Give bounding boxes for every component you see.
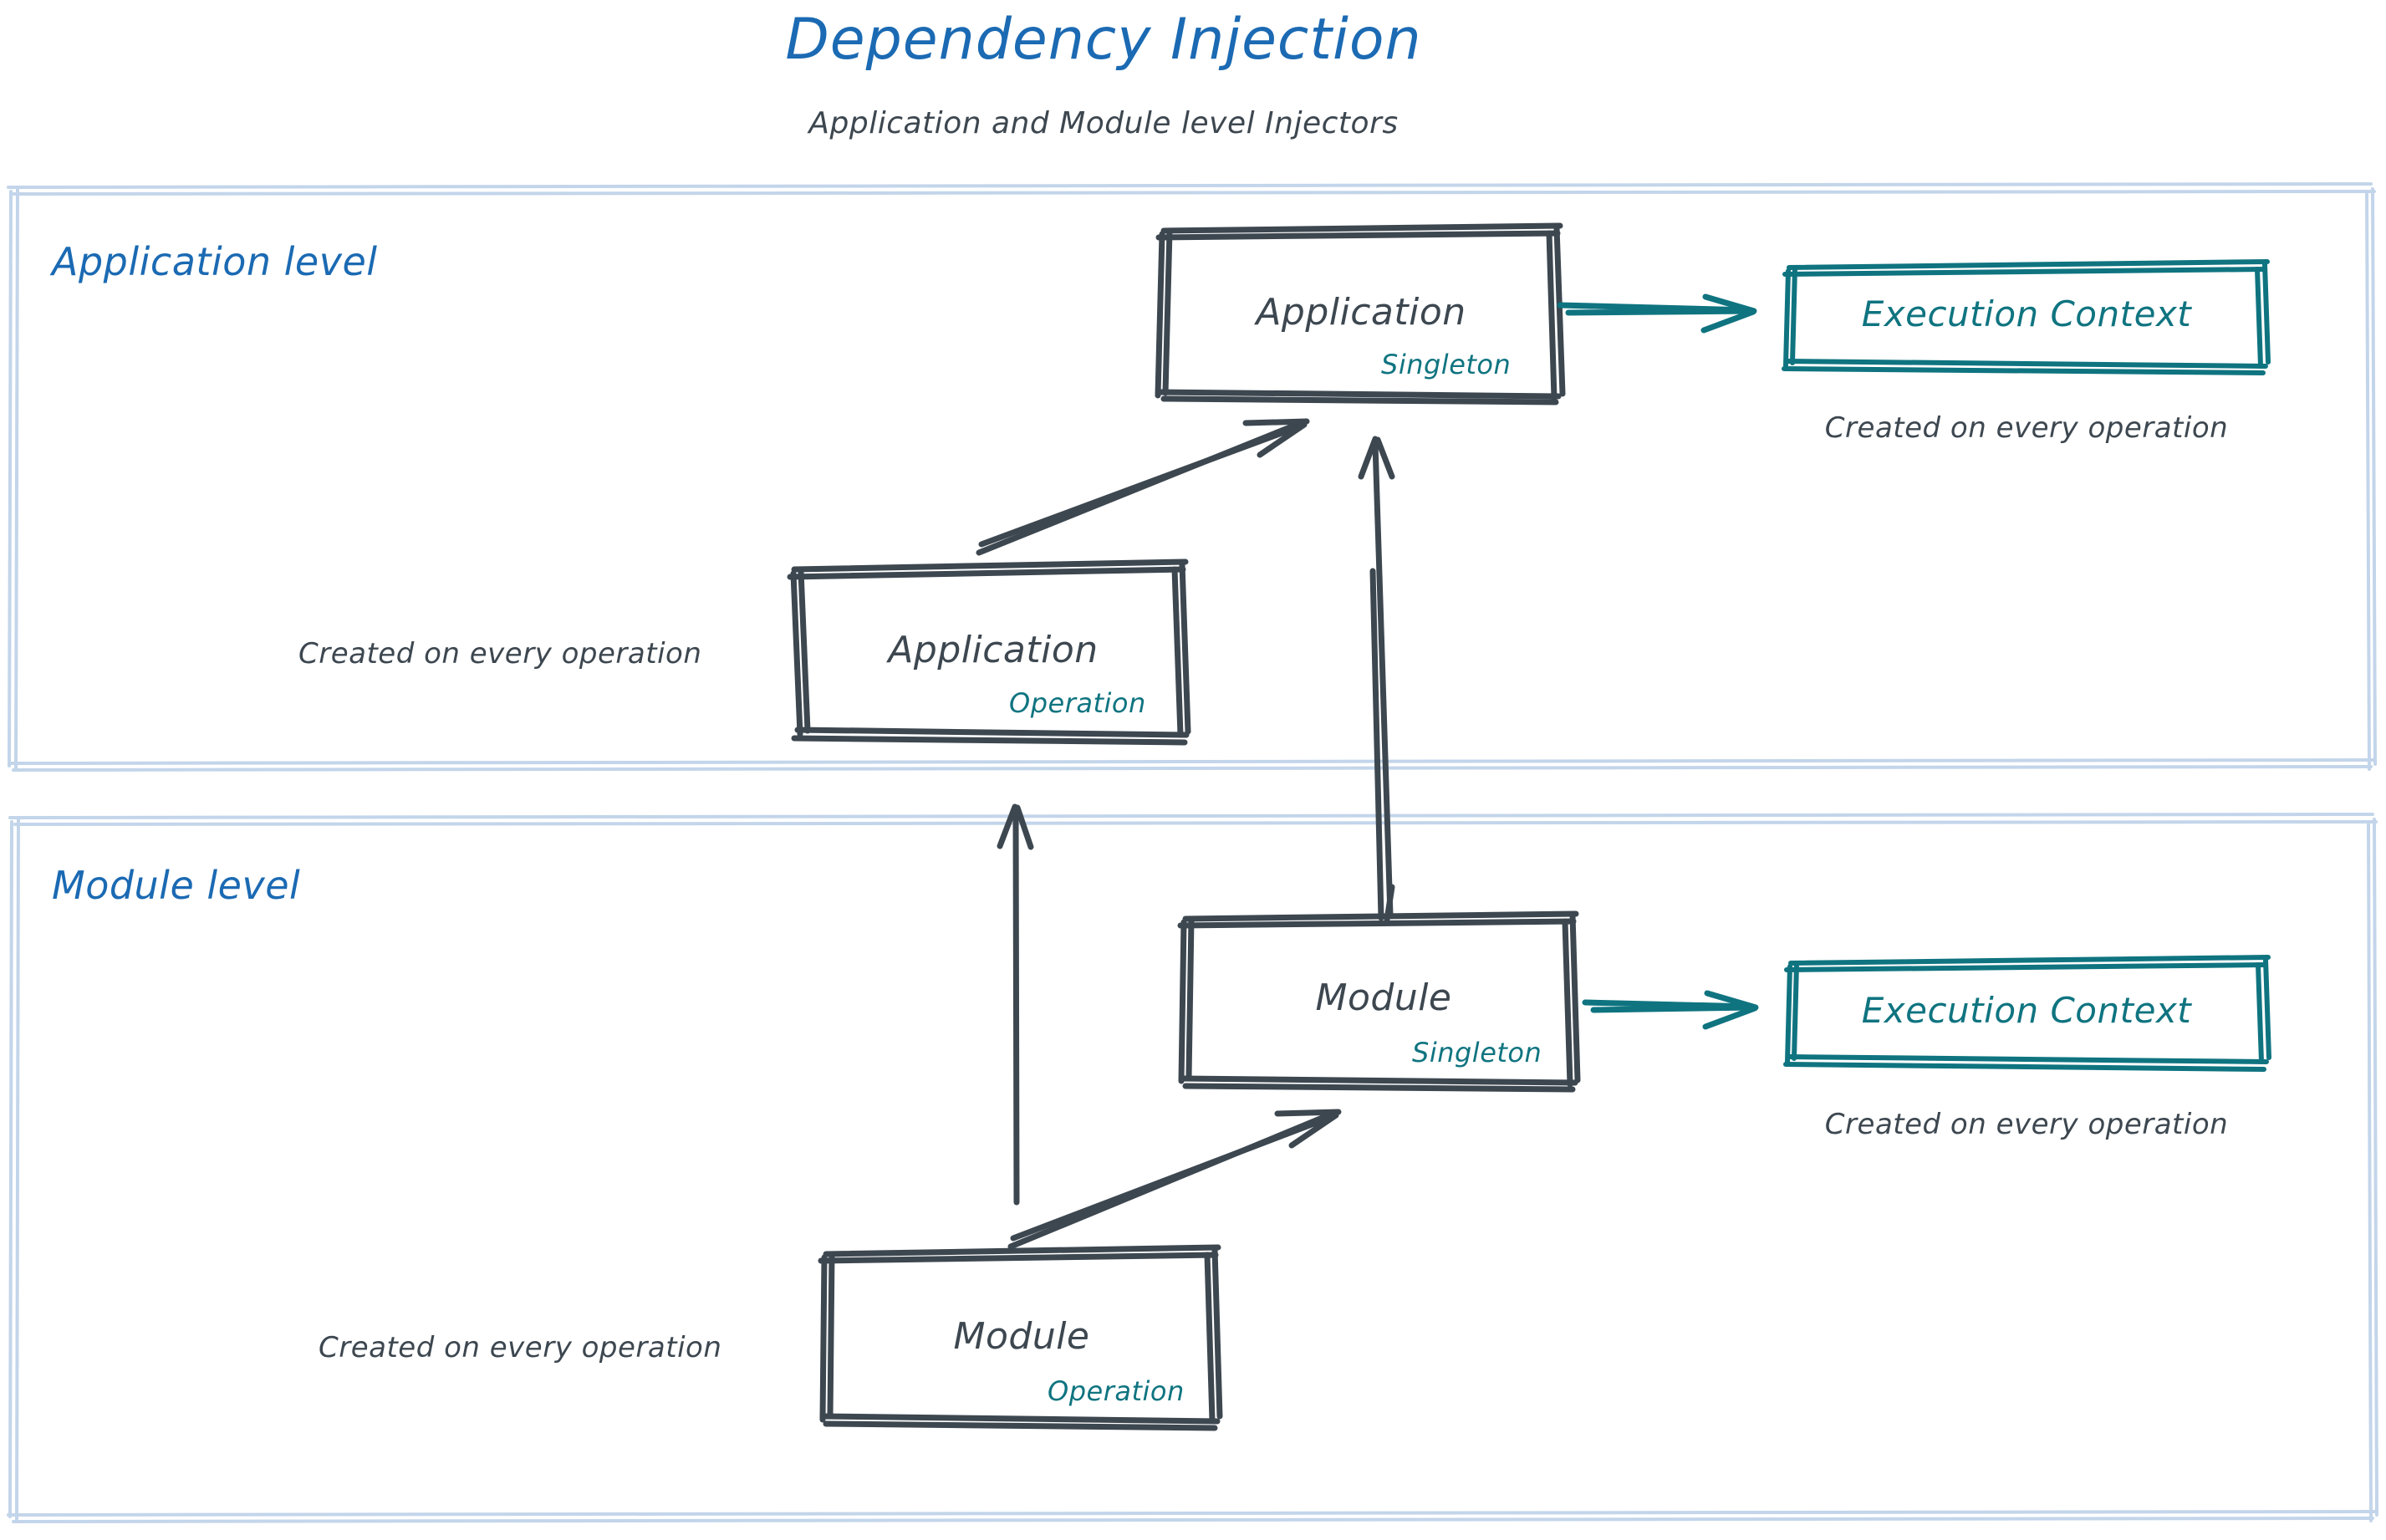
edge-module-singleton-to-exec-context xyxy=(1582,990,1759,1030)
node-title-application-operation: Application xyxy=(888,629,1099,671)
application-singleton-box[interactable] xyxy=(1155,222,1566,405)
edge-module-singleton-to-app-singleton xyxy=(1358,436,1395,923)
page-subtitle: Application and Module level Injectors xyxy=(808,106,1399,140)
node-title-application-singleton: Application xyxy=(1256,291,1466,334)
node-badge-module-singleton: Singleton xyxy=(1412,1037,1542,1068)
node-title-module-execution-context: Execution Context xyxy=(1861,990,2192,1031)
panel-label-application-level: Application level xyxy=(52,239,378,284)
note-module-operation: Created on every operation xyxy=(319,1331,722,1364)
note-app-exec-context: Created on every operation xyxy=(1824,411,2229,445)
edge-module-operation-to-module-singleton xyxy=(1007,1109,1342,1250)
note-app-operation: Created on every operation xyxy=(298,637,702,671)
edge-app-operation-to-app-singleton xyxy=(976,418,1310,556)
panel-label-module-level: Module level xyxy=(52,863,301,908)
node-badge-application-singleton: Singleton xyxy=(1381,349,1512,380)
edge-app-singleton-to-exec-context xyxy=(1557,293,1757,334)
application-execution-context-box[interactable] xyxy=(1782,259,2271,375)
node-title-module-operation: Module xyxy=(953,1315,1090,1358)
panel-application-level-frame xyxy=(7,182,2377,772)
application-operation-box[interactable] xyxy=(787,558,1191,746)
module-operation-box[interactable] xyxy=(818,1244,1223,1431)
node-title-module-singleton: Module xyxy=(1315,977,1452,1019)
module-singleton-box[interactable] xyxy=(1177,910,1581,1093)
panel-module-level-frame xyxy=(7,813,2378,1523)
node-badge-application-operation: Operation xyxy=(1009,687,1146,719)
node-title-application-execution-context: Execution Context xyxy=(1861,293,2192,334)
page-title: Dependency Injection xyxy=(785,7,1422,73)
note-module-exec-context: Created on every operation xyxy=(1824,1108,2229,1141)
edge-module-operation-to-app-operation xyxy=(997,803,1034,1206)
node-badge-module-operation: Operation xyxy=(1048,1375,1185,1407)
module-execution-context-box[interactable] xyxy=(1783,955,2271,1072)
